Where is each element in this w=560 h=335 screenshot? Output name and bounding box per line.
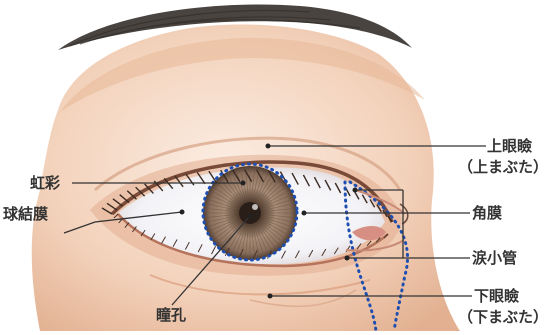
pupil [239, 202, 261, 224]
label-lower-eyelid: 下眼瞼 [474, 287, 519, 305]
label-upper-eyelid-note: （上まぶた） [458, 158, 548, 176]
pupil-highlight [252, 204, 258, 210]
label-cornea: 角膜 [472, 204, 502, 222]
label-lacrimal: 涙小管 [472, 249, 517, 267]
label-upper-eyelid: 上眼瞼 [487, 137, 532, 155]
label-conjunctiva: 球結膜 [3, 205, 48, 223]
label-pupil: 瞳孔 [156, 306, 186, 324]
label-lower-eyelid-note: （下まぶた） [458, 308, 548, 326]
label-iris: 虹彩 [30, 174, 60, 192]
